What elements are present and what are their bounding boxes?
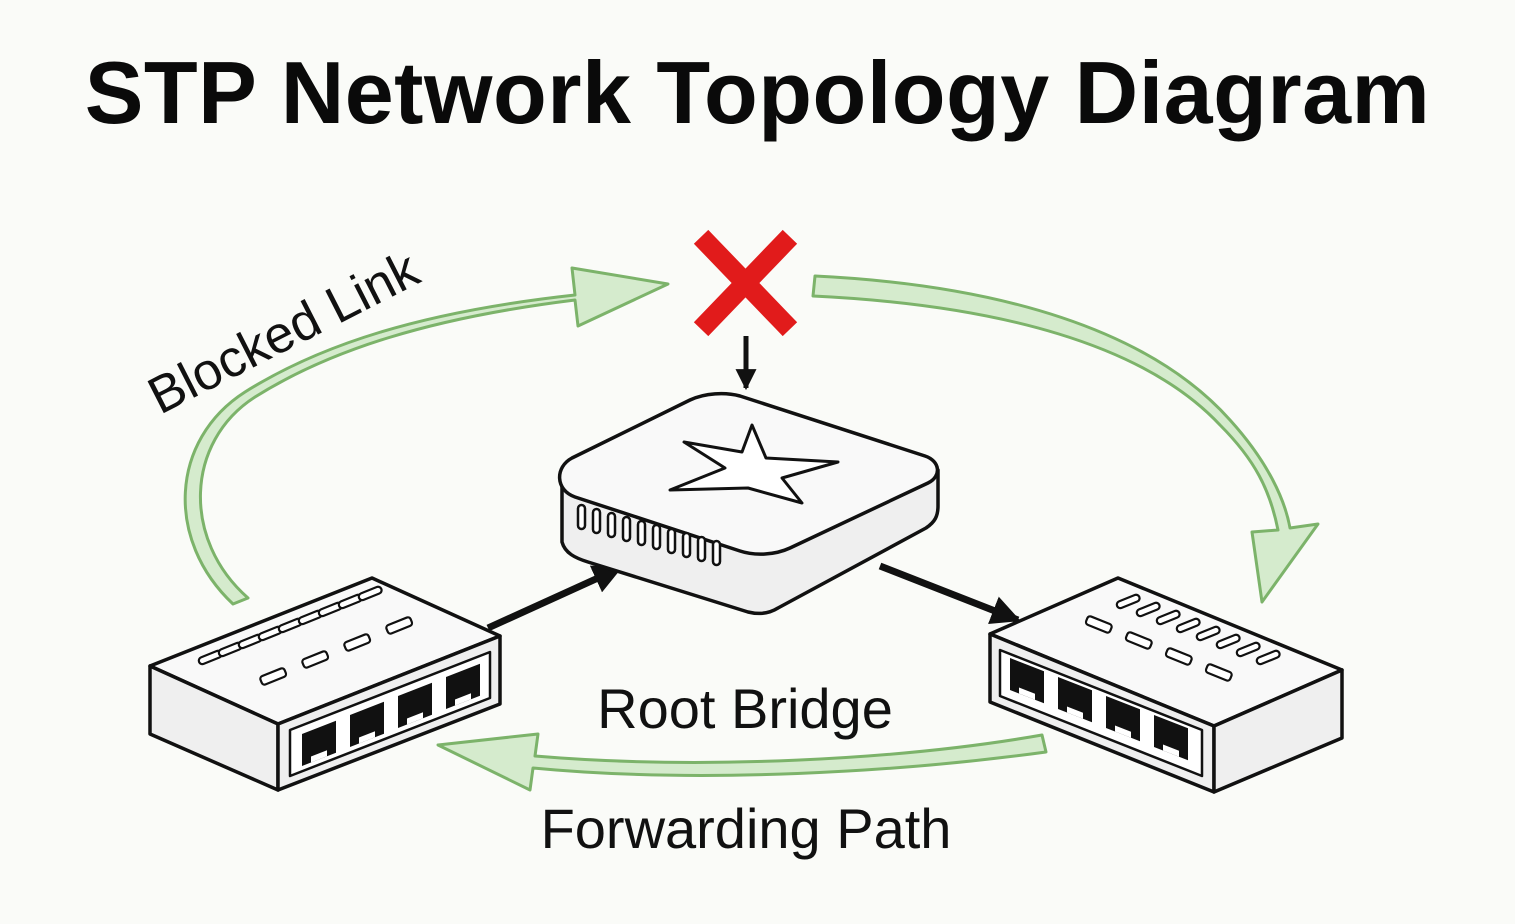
root-bridge-vents — [576, 503, 722, 567]
left-switch-device — [148, 576, 502, 792]
forwarding-arrow-right — [811, 274, 1320, 604]
root-bridge-label: Root Bridge — [597, 677, 893, 740]
root-bridge-device — [557, 391, 940, 616]
left-switch-to-root-arrow — [486, 564, 623, 632]
right-switch-device — [988, 576, 1344, 794]
page-title: STP Network Topology Diagram — [84, 43, 1431, 142]
left-switch-vents — [197, 585, 414, 686]
blocked-x-icon — [693, 229, 798, 337]
blocked-link-arrow — [183, 266, 670, 606]
root-to-right-switch-arrow — [878, 562, 1021, 625]
right-switch-vents — [1084, 593, 1281, 682]
star-icon — [668, 423, 840, 505]
forwarding-path-label: Forwarding Path — [541, 797, 952, 860]
forwarding-arrow-bottom — [436, 732, 1048, 792]
